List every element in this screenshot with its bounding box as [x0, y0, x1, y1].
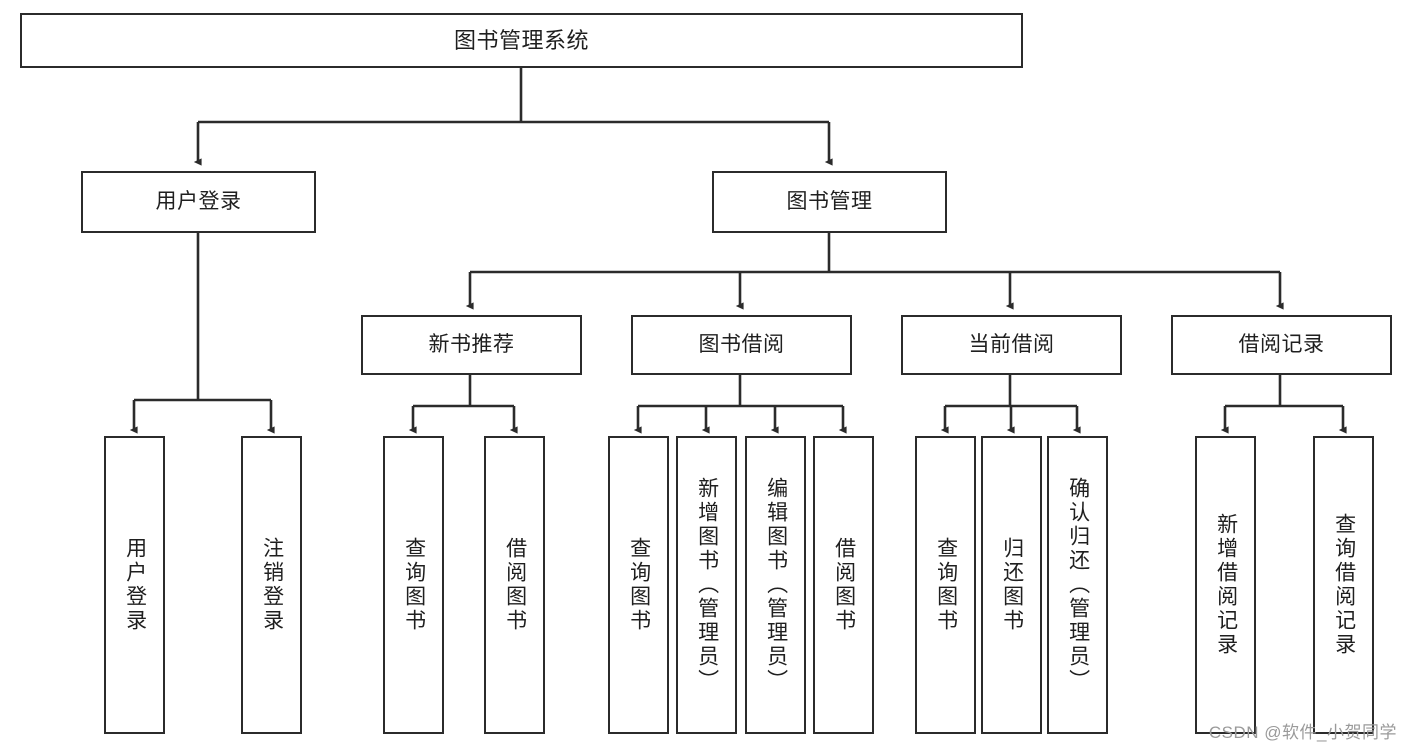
node-label: 图书管理 — [786, 189, 873, 213]
leaf-label: 用户登录 — [123, 537, 147, 633]
leaf-label: 新增借阅记录 — [1214, 513, 1238, 657]
leaf-label: 注销登录 — [260, 537, 284, 633]
leaf-confirm-return[interactable]: 确认归还（管理员） — [1047, 436, 1108, 734]
node-root-system[interactable]: 图书管理系统 — [20, 13, 1023, 68]
leaf-label: 查询图书 — [934, 537, 958, 633]
node-borrow-record[interactable]: 借阅记录 — [1171, 315, 1392, 375]
leaf-query-borrow-record[interactable]: 查询借阅记录 — [1313, 436, 1374, 734]
node-label: 当前借阅 — [968, 332, 1055, 356]
leaf-query-book-current[interactable]: 查询图书 — [915, 436, 976, 734]
node-book-manage[interactable]: 图书管理 — [712, 171, 947, 233]
leaf-user-login[interactable]: 用户登录 — [104, 436, 165, 734]
watermark-text: CSDN @软件_小贺同学 — [1208, 723, 1397, 742]
leaf-label: 编辑图书（管理员） — [764, 477, 788, 693]
leaf-label: 新增图书（管理员） — [695, 477, 719, 693]
leaf-borrow-book[interactable]: 借阅图书 — [813, 436, 874, 734]
leaf-logout-login[interactable]: 注销登录 — [241, 436, 302, 734]
leaf-borrow-book-recommend[interactable]: 借阅图书 — [484, 436, 545, 734]
leaf-add-borrow-record[interactable]: 新增借阅记录 — [1195, 436, 1256, 734]
leaf-label: 归还图书 — [1000, 537, 1024, 633]
node-label: 借阅记录 — [1238, 332, 1325, 356]
node-new-book-recommend[interactable]: 新书推荐 — [361, 315, 582, 375]
leaf-query-book-recommend[interactable]: 查询图书 — [383, 436, 444, 734]
leaf-label: 借阅图书 — [503, 537, 527, 633]
leaf-label: 确认归还（管理员） — [1066, 477, 1090, 693]
leaf-query-book-borrow[interactable]: 查询图书 — [608, 436, 669, 734]
node-label: 图书借阅 — [698, 332, 785, 356]
leaf-label: 查询图书 — [627, 537, 651, 633]
leaf-label: 查询图书 — [402, 537, 426, 633]
node-book-borrow[interactable]: 图书借阅 — [631, 315, 852, 375]
node-label: 用户登录 — [155, 189, 242, 213]
leaf-label: 借阅图书 — [832, 537, 856, 633]
node-current-borrow[interactable]: 当前借阅 — [901, 315, 1122, 375]
leaf-label: 查询借阅记录 — [1332, 513, 1356, 657]
node-label: 新书推荐 — [428, 332, 515, 356]
leaf-add-book[interactable]: 新增图书（管理员） — [676, 436, 737, 734]
leaf-edit-book[interactable]: 编辑图书（管理员） — [745, 436, 806, 734]
node-user-login[interactable]: 用户登录 — [81, 171, 316, 233]
leaf-return-book[interactable]: 归还图书 — [981, 436, 1042, 734]
node-label: 图书管理系统 — [453, 27, 589, 53]
